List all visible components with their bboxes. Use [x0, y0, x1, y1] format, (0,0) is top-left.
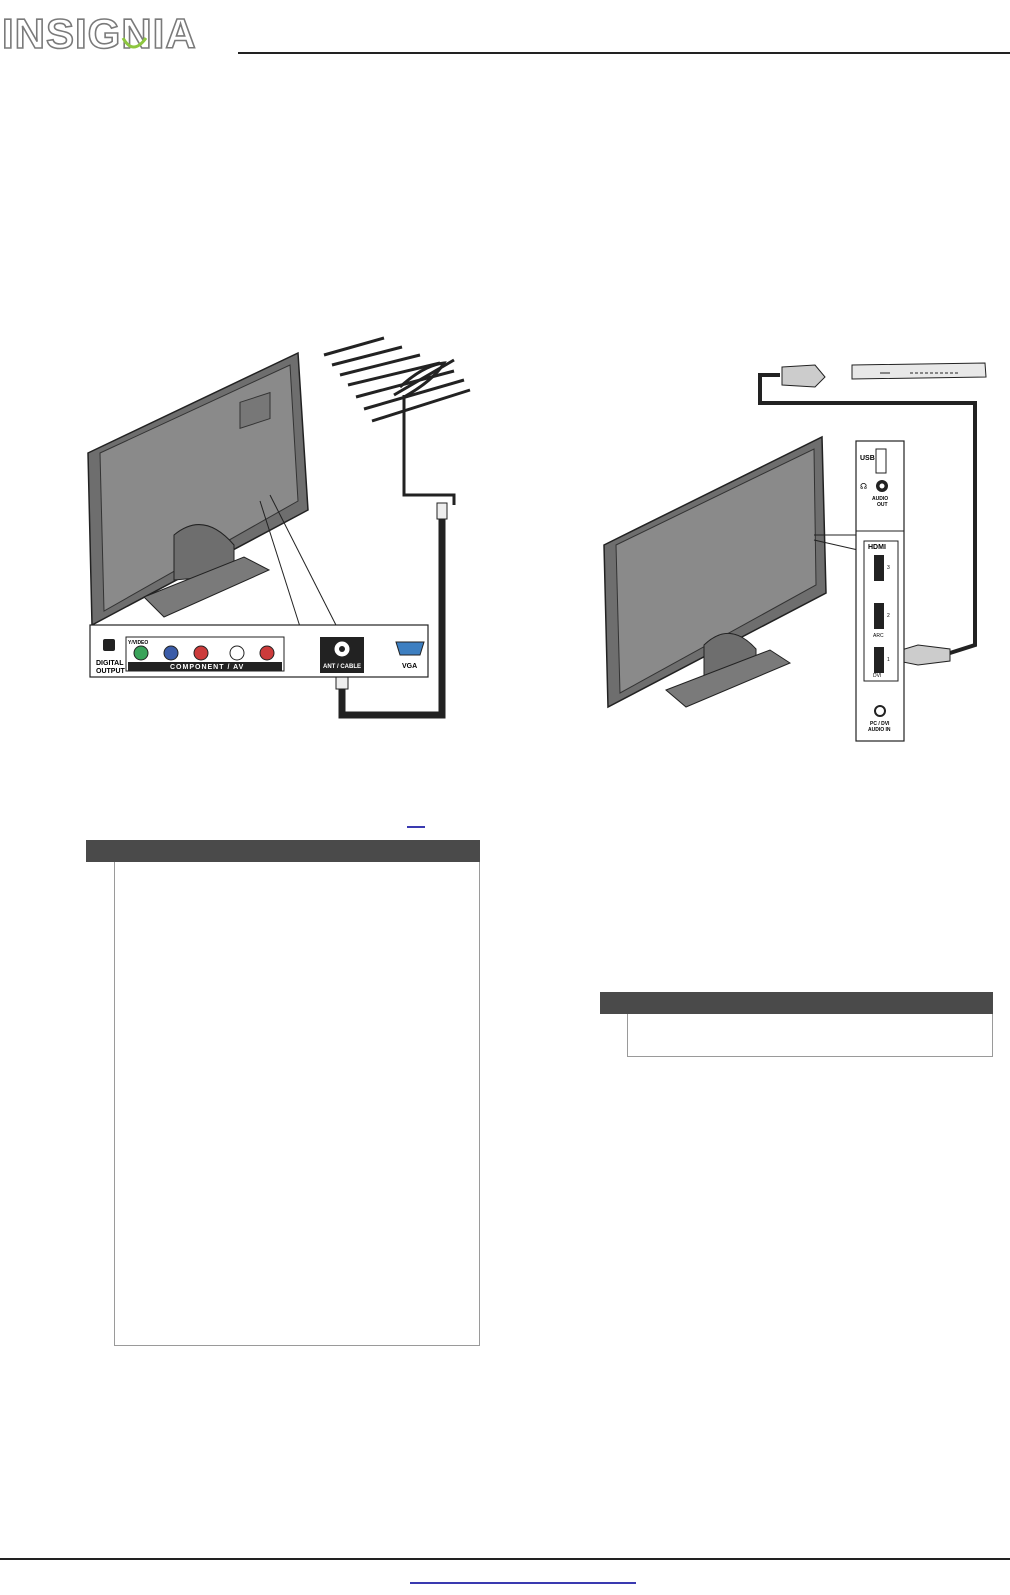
hdmi-3-label: 3: [887, 565, 890, 571]
hdmi-connector-top: [781, 364, 826, 388]
coax-cable: [338, 513, 446, 719]
tv-side-connection-panel: USB ☊ AUDIO OUT HDMI 3 2 ARC 1 DVI PC / …: [855, 440, 905, 742]
component-red-port: [193, 645, 209, 661]
component-green-port: [133, 645, 149, 661]
dvi-label: DVI: [873, 673, 881, 679]
antenna-connection-figure: DIGITAL OUTPUT Y/VIDEO COMPONENT / AV AN…: [84, 335, 484, 730]
hdmi-1-label: 1: [887, 657, 890, 663]
header-rule: [238, 52, 1010, 54]
right-note-header: [600, 992, 993, 1014]
audio-white-port: [229, 645, 245, 661]
hdmi-connection-figure: USB ☊ AUDIO OUT HDMI 3 2 ARC 1 DVI PC / …: [600, 355, 995, 745]
audio-red-port: [259, 645, 275, 661]
antenna-lead-cable: [402, 395, 456, 505]
ant-cable-label: ANT / CABLE: [323, 664, 361, 670]
left-note-body: [114, 862, 480, 1346]
logo-text: INSIGNIA: [2, 10, 197, 56]
left-note-box: [86, 840, 480, 1346]
footer-link[interactable]: [410, 1582, 636, 1584]
page-reference-link[interactable]: [407, 826, 425, 828]
digital-output-port: [103, 639, 115, 651]
hdmi-cable: [758, 373, 977, 655]
usb-label: USB: [860, 455, 875, 462]
digital-output-label-1: DIGITAL: [96, 660, 124, 667]
component-av-label: COMPONENT / AV: [170, 664, 244, 671]
logo-swoosh: [121, 37, 148, 49]
component-blue-port: [163, 645, 179, 661]
tv-rear-icon: [87, 351, 309, 627]
tv-connection-panel: DIGITAL OUTPUT Y/VIDEO COMPONENT / AV AN…: [89, 624, 429, 678]
pc-dvi-label-2: AUDIO IN: [868, 727, 891, 733]
tv-rear-icon-2: [603, 435, 827, 709]
audio-out-label-2: OUT: [877, 502, 888, 508]
pc-dvi-audio-port: [874, 705, 886, 717]
usb-port: [875, 448, 887, 474]
coax-connector-top: [436, 502, 448, 520]
audio-out-label-1: AUDIO: [872, 496, 888, 502]
digital-output-label-2: OUTPUT: [96, 668, 126, 675]
hdmi-2-port: [874, 603, 884, 629]
vga-port: [395, 641, 425, 656]
hdmi-label: HDMI: [868, 544, 886, 551]
insignia-logo: INSIGNIA: [0, 8, 232, 58]
blu-ray-player-icon: [851, 362, 987, 380]
y-video-label: Y/VIDEO: [128, 640, 148, 646]
headphone-icon: ☊: [860, 482, 867, 491]
hdmi-3-port: [874, 555, 884, 581]
hdmi-connector-bottom: [897, 644, 951, 666]
hdmi-1-port: [874, 647, 884, 673]
left-note-header: [86, 840, 480, 862]
vga-label: VGA: [402, 663, 417, 670]
arc-label: ARC: [873, 633, 884, 639]
hdmi-2-label: 2: [887, 613, 890, 619]
antenna-icon: [323, 336, 471, 423]
right-note-body: [627, 1014, 993, 1057]
footer-rule: [0, 1558, 1010, 1560]
right-note-box: [600, 992, 993, 1058]
pc-dvi-label-1: PC / DVI: [870, 721, 890, 727]
